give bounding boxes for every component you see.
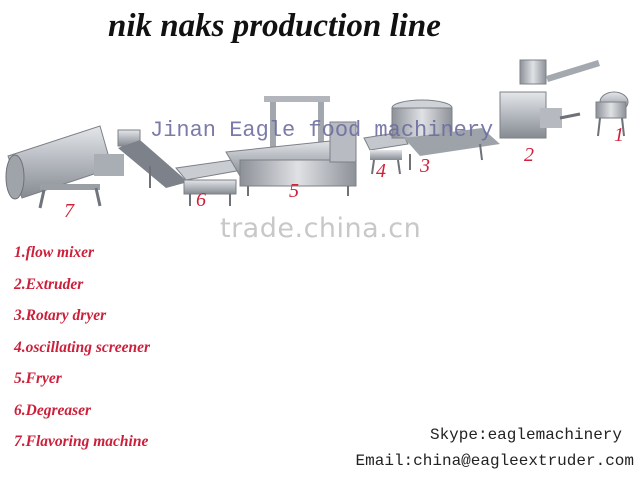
- legend-item: 7.Flavoring machine: [14, 433, 149, 450]
- fryer-machine: [225, 96, 357, 196]
- legend-item: 2.Extruder: [14, 275, 84, 293]
- degreaser-machine: [175, 159, 244, 206]
- machine-number-1: 1: [614, 124, 624, 146]
- legend-item: 1.flow mixer: [14, 244, 95, 261]
- legend-item: 4.oscillating screener: [14, 338, 151, 356]
- production-line-illustration: [5, 59, 629, 209]
- machine-number-4: 4: [376, 160, 386, 182]
- extruder-machine: [499, 59, 600, 139]
- flavoring-machine-drum: [5, 125, 124, 209]
- page-title: nik naks production line: [108, 8, 441, 44]
- site-watermark: trade.china.cn: [220, 213, 422, 244]
- flow-mixer: [595, 91, 629, 137]
- machine-legend: 1.flow mixer 2.Extruder 3.Rotary dryer 4…: [14, 242, 150, 463]
- email-contact: Email:china@eagleextruder.com: [355, 452, 634, 470]
- skype-contact: Skype:eaglemachinery: [429, 426, 622, 444]
- legend-item: 3.Rotary dryer: [14, 307, 107, 324]
- machine-number-7: 7: [64, 200, 74, 222]
- machine-number-6: 6: [196, 189, 206, 211]
- legend-item: 5.Fryer: [14, 370, 62, 387]
- brand-watermark: Jinan Eagle food machinery: [150, 118, 494, 143]
- legend-item: 6.Degreaser: [14, 401, 92, 419]
- machine-number-5: 5: [289, 180, 299, 202]
- machine-number-3: 3: [420, 155, 430, 177]
- incline-conveyor: [117, 129, 188, 188]
- machine-number-2: 2: [524, 144, 534, 166]
- rotary-dryer: [391, 99, 500, 170]
